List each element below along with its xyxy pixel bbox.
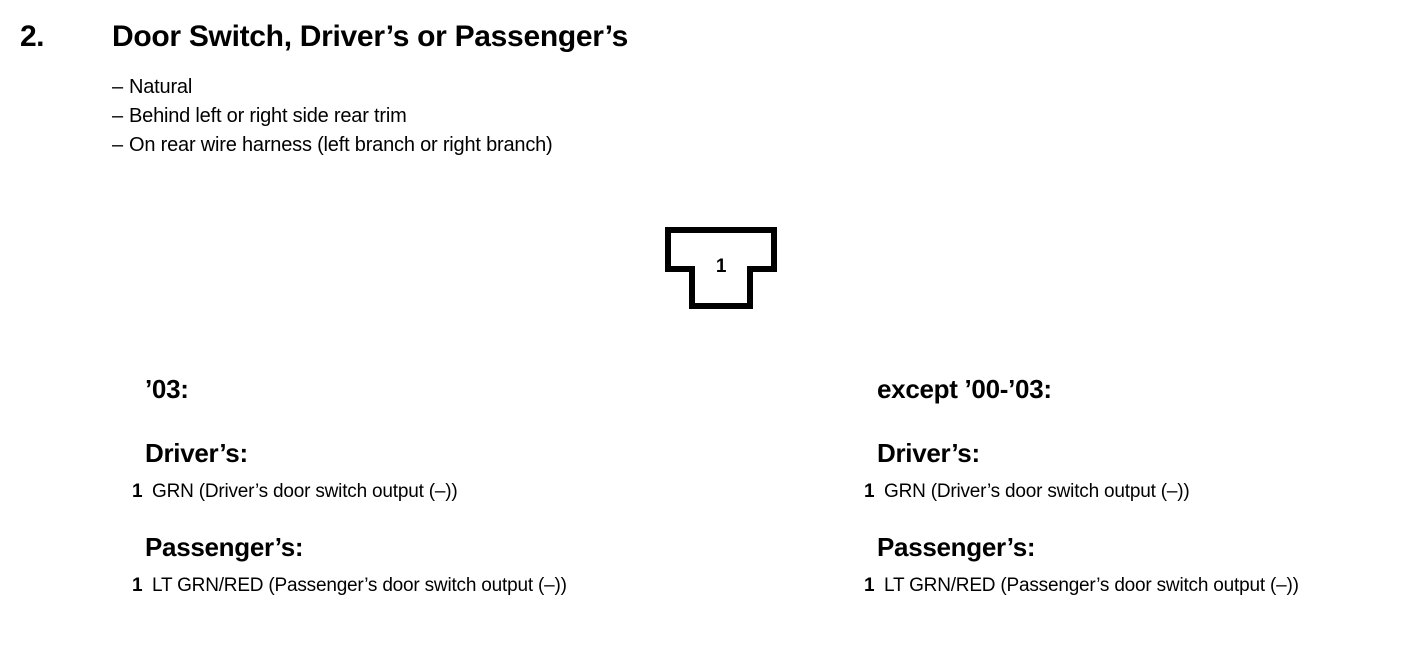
pin-description: GRN (Driver’s door switch output (–)) <box>884 481 1190 502</box>
item-number: 2. <box>20 20 45 53</box>
pin-row: 1 GRN (Driver’s door switch output (–)) <box>864 480 1408 504</box>
pinout-group-passenger: Passenger’s: 1 LT GRN/RED (Passenger’s d… <box>132 532 705 598</box>
dash-icon: – <box>112 76 123 98</box>
list-item-label: Natural <box>129 76 193 98</box>
side-heading: Passenger’s: <box>877 532 1036 562</box>
pinout-group-driver: Driver’s: 1 GRN (Driver’s door switch ou… <box>132 438 705 504</box>
side-heading: Driver’s: <box>877 438 980 468</box>
pin-number: 1 <box>864 481 875 502</box>
pin-description: LT GRN/RED (Passenger’s door switch outp… <box>884 575 1299 596</box>
pinout-group-passenger: Passenger’s: 1 LT GRN/RED (Passenger’s d… <box>864 532 1408 598</box>
pin-row: 1 GRN (Driver’s door switch output (–)) <box>132 480 705 504</box>
connector-diagram: 1 <box>665 227 777 309</box>
list-item-label: On rear wire harness (left branch or rig… <box>129 134 553 156</box>
connector-shape-icon <box>665 227 777 309</box>
pin-row: 1 LT GRN/RED (Passenger’s door switch ou… <box>132 574 705 598</box>
pinout-column-left: ’03: Driver’s: 1 GRN (Driver’s door swit… <box>132 372 705 598</box>
list-item: –On rear wire harness (left branch or ri… <box>112 131 812 160</box>
dash-icon: – <box>112 134 123 156</box>
side-heading: Passenger’s: <box>145 532 304 562</box>
page-title: Door Switch, Driver’s or Passenger’s <box>112 20 629 53</box>
pin-number: 1 <box>132 481 143 502</box>
connector-pin-label: 1 <box>715 256 727 277</box>
pin-number: 1 <box>132 575 143 596</box>
pin-description: GRN (Driver’s door switch output (–)) <box>152 481 458 502</box>
pin-row: 1 LT GRN/RED (Passenger’s door switch ou… <box>864 574 1408 598</box>
variant-heading: ’03: <box>145 374 189 404</box>
pin-number: 1 <box>864 575 875 596</box>
variant-heading: except ’00-’03: <box>877 374 1052 404</box>
list-item-label: Behind left or right side rear trim <box>129 105 407 127</box>
list-item: –Behind left or right side rear trim <box>112 102 812 131</box>
description-list: –Natural –Behind left or right side rear… <box>112 73 812 160</box>
list-item: –Natural <box>112 73 812 102</box>
pin-description: LT GRN/RED (Passenger’s door switch outp… <box>152 575 567 596</box>
pinout-group-driver: Driver’s: 1 GRN (Driver’s door switch ou… <box>864 438 1408 504</box>
dash-icon: – <box>112 105 123 127</box>
side-heading: Driver’s: <box>145 438 248 468</box>
pinout-column-right: except ’00-’03: Driver’s: 1 GRN (Driver’… <box>864 372 1408 598</box>
